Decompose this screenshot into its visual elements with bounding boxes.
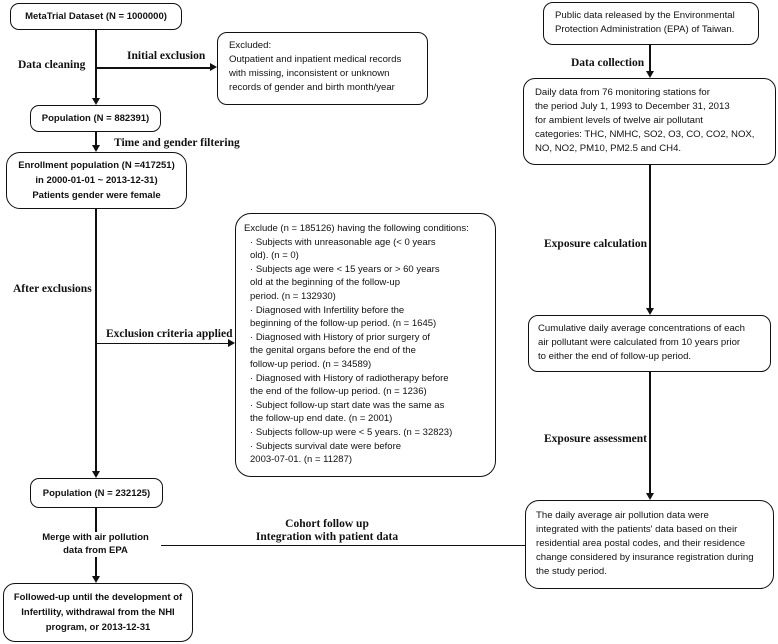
exclusion-item: Subjects with unreasonable age (< 0 year… xyxy=(244,236,487,263)
line-cohort-integration xyxy=(158,544,525,547)
arrowhead-right-icon xyxy=(228,338,235,347)
arrowhead-down-icon xyxy=(91,471,100,478)
data-collection-label: Data collection xyxy=(571,57,645,69)
population-882391-box: Population (N = 882391) xyxy=(30,105,161,132)
line-enrollment-to-population2 xyxy=(95,209,97,471)
population-232125-box: Population (N = 232125) xyxy=(30,478,163,508)
time-gender-filtering-label: Time and gender filtering xyxy=(114,137,240,149)
followed-up-box: Followed-up until the development of Inf… xyxy=(3,583,193,642)
arrowhead-down-icon xyxy=(91,145,100,152)
initial-excluded-box: Excluded: Outpatient and inpatient medic… xyxy=(217,32,428,105)
exclusion-item: Diagnosed with Infertility before the be… xyxy=(244,304,487,331)
epa-public-data-box: Public data released by the Environmenta… xyxy=(543,2,759,45)
exclusion-item: Subjects age were < 15 years or > 60 yea… xyxy=(244,263,487,304)
exposure-calculation-label: Exposure calculation xyxy=(544,238,647,250)
excluded-title: Excluded: xyxy=(229,40,272,51)
exclusion-item: Diagnosed with History of radiotherapy b… xyxy=(244,372,487,399)
merge-epa-label: Merge with air pollution data from EPA xyxy=(30,532,161,557)
cumulative-concentration-box: Cumulative daily average concentrations … xyxy=(528,315,771,372)
arrowhead-down-icon xyxy=(91,98,100,105)
excluded-body: Outpatient and inpatient medical records… xyxy=(229,54,402,93)
exclusion-criteria-box: Exclude (n = 185126) having the followin… xyxy=(235,213,496,477)
exclusion-item: Subjects survival date were before 2003-… xyxy=(244,440,487,467)
exclusion-header: Exclude (n = 185126) having the followin… xyxy=(244,223,469,234)
arrowhead-right-icon xyxy=(210,63,217,72)
exclusion-item: Subjects follow-up were < 5 years. (n = … xyxy=(244,426,487,440)
integration-box: The daily average air pollution data wer… xyxy=(525,500,774,589)
line-cumulative-to-integration xyxy=(649,372,651,493)
arrowhead-down-icon xyxy=(645,308,654,315)
line-initial-exclusion xyxy=(96,67,210,69)
line-metatrial-to-population xyxy=(95,30,97,98)
arrowhead-down-icon xyxy=(91,576,100,583)
line-dailydata-to-cumulative xyxy=(649,165,651,308)
after-exclusions-label: After exclusions xyxy=(13,283,92,295)
line-exclusion-criteria xyxy=(96,342,228,345)
line-publicdata-to-dailydata xyxy=(649,45,651,71)
exclusion-criteria-applied-label: Exclusion criteria applied xyxy=(106,328,233,340)
exclusion-item: Diagnosed with History of prior surgery … xyxy=(244,331,487,372)
initial-exclusion-label: Initial exclusion xyxy=(127,50,206,62)
exclusion-item: Subject follow-up start date was the sam… xyxy=(244,399,487,426)
cohort-follow-up-label: Cohort follow up Integration with patien… xyxy=(255,518,399,543)
daily-data-box: Daily data from 76 monitoring stations f… xyxy=(523,78,776,165)
arrowhead-down-icon xyxy=(645,493,654,500)
enrollment-population-box: Enrollment population (N =417251) in 200… xyxy=(6,152,187,209)
metatrial-dataset-box: MetaTrial Dataset (N = 1000000) xyxy=(10,3,182,30)
data-cleaning-label: Data cleaning xyxy=(18,59,86,71)
exposure-assessment-label: Exposure assessment xyxy=(544,433,647,445)
arrowhead-down-icon xyxy=(645,71,654,78)
line-population-to-enrollment xyxy=(95,132,97,145)
